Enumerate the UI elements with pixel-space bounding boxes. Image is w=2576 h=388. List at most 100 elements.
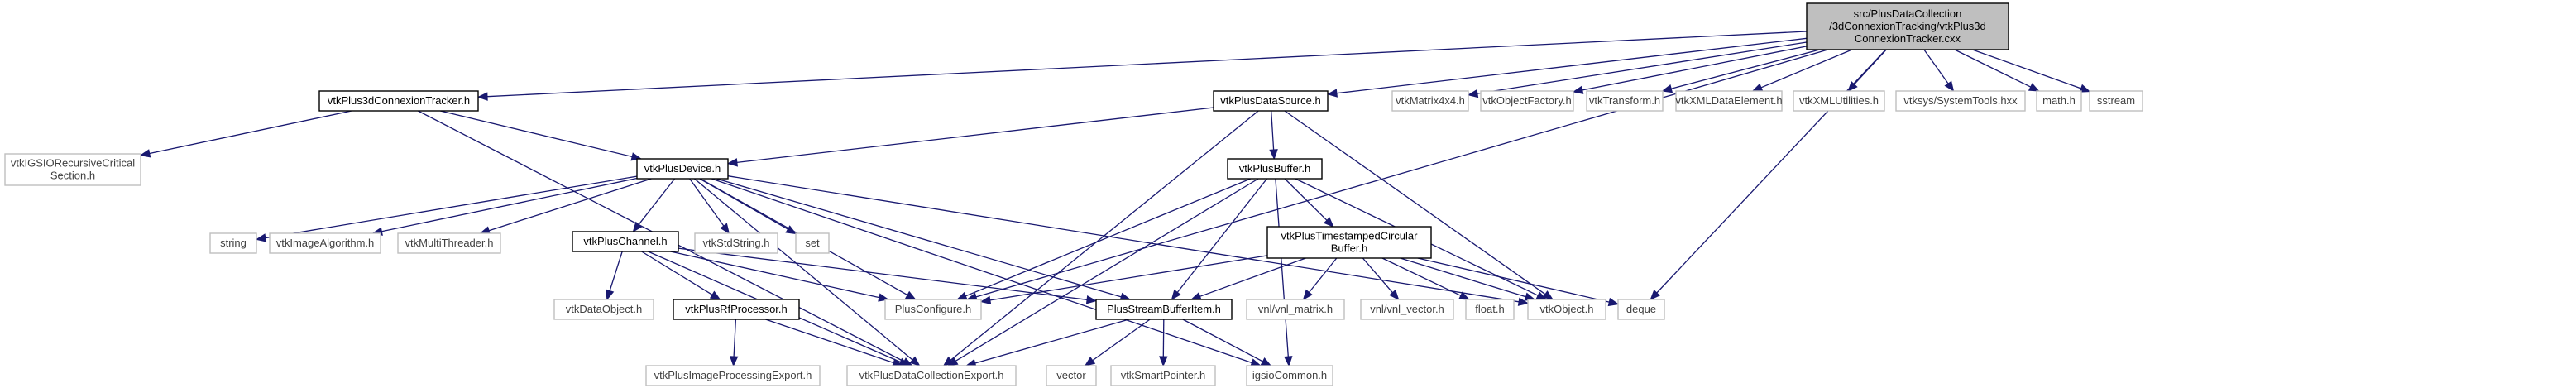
edge-line	[641, 251, 713, 295]
edge-streambufferitem_h-to-smartpointer	[1159, 319, 1168, 367]
nodes-layer: src/PlusDataCollection/3dConnexionTracki…	[4, 2, 2143, 386]
edge-line	[1271, 110, 1275, 151]
edge-line	[974, 319, 1129, 364]
edge-line	[678, 247, 1088, 300]
edge-line	[1176, 178, 1268, 293]
node-label-line: Buffer.h	[1331, 242, 1368, 255]
edge-buffer_h-to-datacollectionexport	[946, 178, 1259, 366]
node-device_h[interactable]: vtkPlusDevice.h	[636, 158, 729, 180]
edge-line	[716, 178, 1122, 298]
edge-arrowhead	[1944, 80, 1955, 93]
node-box	[1675, 90, 1783, 112]
edge-root-to-transform	[1661, 49, 1820, 93]
node-label-line: vtkPlusChannel.h	[583, 235, 667, 247]
node-channel_h[interactable]: vtkPlusChannel.h	[572, 231, 679, 252]
edge-line	[1284, 178, 1328, 221]
edge-arrowhead	[1467, 89, 1479, 98]
node-box	[1465, 299, 1515, 320]
node-box	[1095, 299, 1233, 320]
edge-tscb_h-to-float	[1381, 257, 1470, 300]
edge-device_h-to-stdstring	[689, 178, 730, 235]
node-label-line: vtkImageAlgorithm.h	[276, 237, 375, 249]
edge-line	[381, 177, 638, 232]
edge-arrowhead	[1572, 85, 1584, 94]
node-label-line: vtksys/SystemTools.hxx	[1903, 94, 2018, 107]
edge-line	[638, 178, 676, 225]
node-box	[1266, 226, 1432, 259]
edge-arrowhead	[1284, 356, 1293, 367]
edge-buffer_h-to-igsiocommon	[1275, 178, 1293, 367]
edge-line	[1162, 319, 1165, 357]
edge-arrowhead	[1458, 291, 1470, 300]
edge-root-to-objectfactory	[1572, 46, 1808, 94]
node-label-line: math.h	[2042, 94, 2076, 107]
node-root[interactable]: src/PlusDataCollection/3dConnexionTracki…	[1806, 2, 2009, 50]
edge-tracker_h-to-igsio_recursive	[139, 110, 352, 158]
edge-line	[488, 178, 652, 232]
edge-arrowhead	[1542, 290, 1554, 300]
node-label-line: vtkXMLDataElement.h	[1675, 94, 1782, 107]
edge-line	[1199, 257, 1306, 297]
edge-arrowhead	[1084, 357, 1096, 366]
edge-arrowhead	[1607, 297, 1620, 307]
node-multithreader: vtkMultiThreader.h	[397, 232, 501, 254]
edge-arrowhead	[1517, 297, 1530, 306]
edge-root-to-datasource_h	[1326, 37, 1808, 98]
node-label-line: vtkStdString.h	[703, 237, 770, 249]
edge-streambufferitem_h-to-datacollectionexport	[965, 319, 1129, 367]
edge-line	[1417, 257, 1610, 303]
edge-channel_h-to-plusconfigure	[670, 251, 889, 302]
node-label-line: igsioCommon.h	[1252, 369, 1327, 381]
edge-arrowhead	[955, 291, 968, 300]
edge-line	[1760, 49, 1853, 89]
edge-datasource_h-to-vtkobject	[1284, 110, 1554, 300]
node-datacollectionexport: vtkPlusDataCollectionExport.h	[846, 365, 1017, 386]
node-objectfactory: vtkObjectFactory.h	[1480, 90, 1574, 112]
node-box	[1806, 2, 2009, 50]
edge-arrowhead	[1389, 289, 1400, 301]
edge-arrowhead	[979, 295, 992, 305]
edge-arrowhead	[720, 223, 730, 235]
edge-datasource_h-to-buffer_h	[1269, 110, 1278, 160]
node-box	[4, 153, 141, 186]
edge-arrowhead	[139, 149, 151, 158]
node-tracker_h[interactable]: vtkPlus3dConnexionTracker.h	[318, 90, 479, 112]
node-box	[846, 365, 1017, 386]
node-box	[572, 231, 679, 252]
edge-arrowhead	[1751, 83, 1764, 92]
node-buffer_h[interactable]: vtkPlusBuffer.h	[1227, 158, 1323, 180]
node-label-line: vtkObject.h	[1539, 303, 1593, 315]
edge-line	[965, 178, 1252, 297]
node-label-line: vtkDataObject.h	[566, 303, 643, 315]
node-label-line: vtkTransform.h	[1589, 94, 1660, 107]
node-datasource_h[interactable]: vtkPlusDataSource.h	[1213, 90, 1329, 112]
edge-rfprocessor_h-to-imageprocessingexport	[729, 319, 739, 367]
edge-buffer_h-to-tscb_h	[1284, 178, 1334, 228]
node-label-line: Section.h	[50, 170, 95, 182]
edge-line	[1182, 319, 1263, 362]
node-label-line: vtkPlusBuffer.h	[1239, 162, 1310, 175]
node-vtkobject: vtkObject.h	[1527, 299, 1606, 320]
node-box	[209, 232, 257, 254]
edge-arrowhead	[729, 356, 739, 367]
edge-line	[693, 178, 913, 361]
edge-arrowhead	[1326, 89, 1338, 98]
node-label-line: src/PlusDataCollection	[1854, 7, 1962, 20]
edge-line	[486, 31, 1808, 98]
edge-buffer_h-to-streambufferitem_h	[1171, 178, 1268, 301]
node-box	[1586, 90, 1664, 112]
node-xmlutilities: vtkXMLUtilities.h	[1793, 90, 1885, 112]
edge-arrowhead	[1269, 149, 1278, 160]
edge-device_h-to-imagealgorithm	[371, 177, 638, 236]
node-box	[318, 90, 479, 112]
edge-root-to-xmlutilities	[1847, 49, 1887, 92]
edge-line	[1854, 49, 1887, 85]
node-box	[1391, 90, 1469, 112]
node-streambufferitem_h[interactable]: PlusStreamBufferItem.h	[1095, 299, 1233, 320]
node-label-line: vtkIGSIORecursiveCritical	[11, 157, 135, 170]
edge-root-to-deque	[1650, 49, 1887, 300]
node-box	[1480, 90, 1574, 112]
edge-arrowhead	[726, 158, 738, 167]
node-rfprocessor_h[interactable]: vtkPlusRfProcessor.h	[673, 299, 800, 320]
